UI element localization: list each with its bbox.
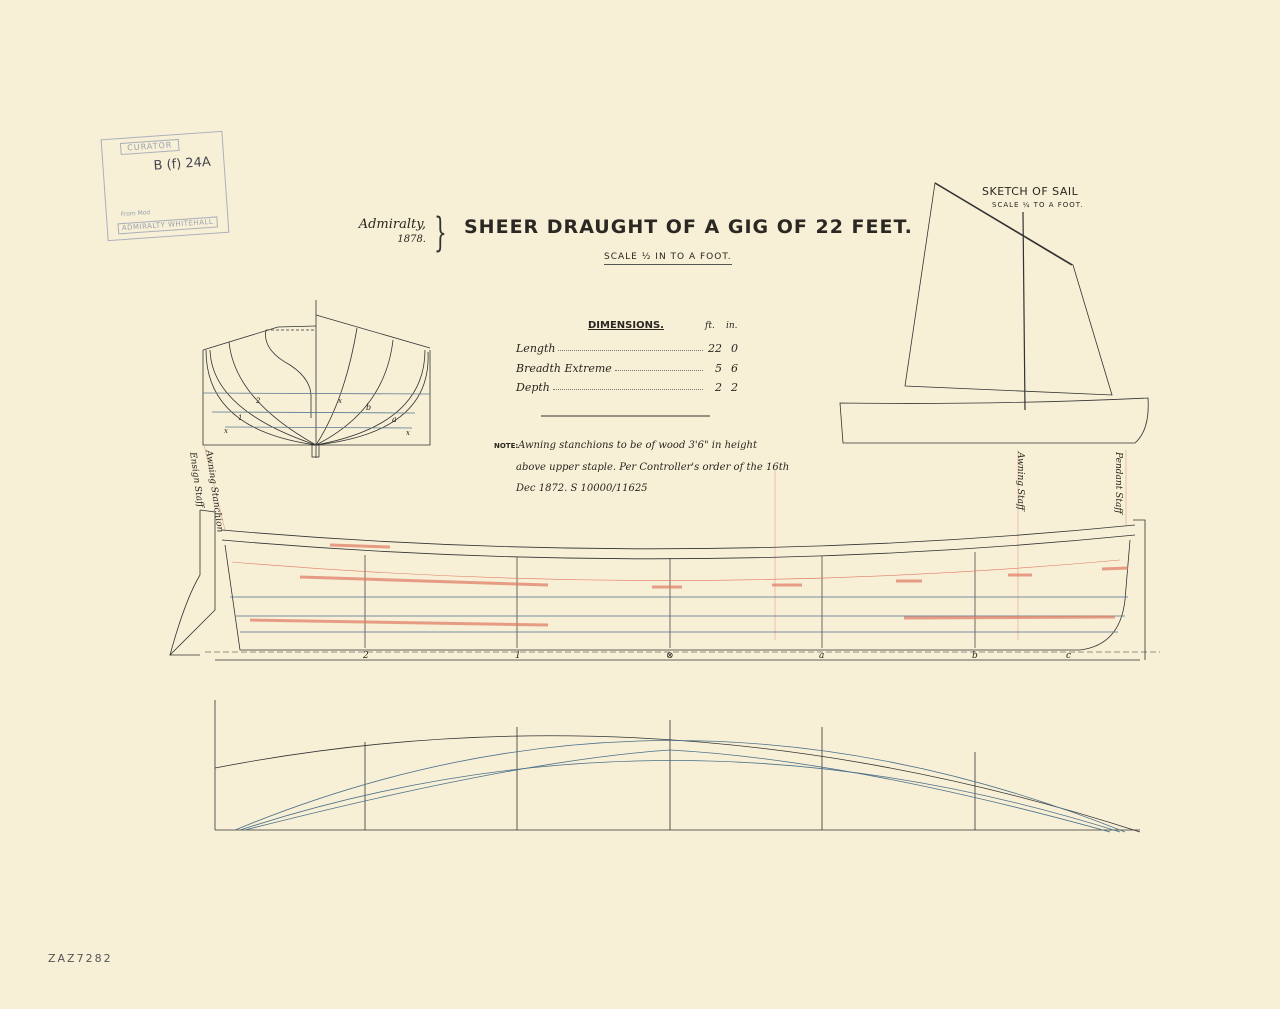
- station-label: 2: [363, 651, 369, 661]
- body-plan-label: 2: [256, 397, 261, 405]
- dimension-row: Length 22 0: [516, 342, 738, 355]
- sail-sketch: [839, 182, 1149, 444]
- station-label: 1: [515, 651, 521, 661]
- sail-scale: SCALE ¼ TO A FOOT.: [992, 201, 1084, 209]
- scale-label: SCALE ½ IN TO A FOOT.: [604, 252, 732, 265]
- admiralty-year: 1878.: [397, 234, 426, 245]
- note-label: NOTE:: [494, 442, 519, 450]
- sheer-profile: [169, 509, 1160, 661]
- note-line: Awning stanchions to be of wood 3'6" in …: [518, 440, 758, 451]
- stamp-from-label: From Mod: [120, 209, 151, 219]
- note-line: above upper staple. Per Controller's ord…: [516, 462, 790, 473]
- curator-stamp: CURATOR B (f) 24A From Mod ADMIRALTY WHI…: [100, 130, 230, 242]
- stamp-footer: ADMIRALTY WHITEHALL: [117, 216, 218, 235]
- body-plan-label: a: [392, 415, 397, 424]
- dimension-in: 0: [731, 342, 738, 355]
- station-label: a: [819, 651, 825, 661]
- dimensions-heading: DIMENSIONS.: [588, 320, 664, 331]
- label-pendant-staff: Pendant Staff: [1113, 452, 1123, 514]
- body-plan-label: 1: [238, 414, 243, 422]
- dimension-in: 2: [731, 381, 738, 394]
- dimension-ft: 22: [708, 342, 722, 355]
- note: NOTE:Awning stanchions to be of wood 3'6…: [494, 435, 794, 499]
- dimension-in: 6: [731, 362, 738, 375]
- dimension-ft: 5: [715, 362, 722, 375]
- body-plan-label: b: [366, 403, 372, 412]
- brace-icon: }: [434, 210, 447, 256]
- station-label: c: [1066, 651, 1072, 661]
- body-plan-label: x: [406, 429, 410, 437]
- page-title: SHEER DRAUGHT OF A GIG OF 22 FEET.: [464, 216, 913, 238]
- note-line: Dec 1872. S 10000/11625: [516, 483, 648, 494]
- catalogue-number: ZAZ7282: [48, 952, 113, 965]
- admiralty-label: Admiralty, 1878.: [336, 216, 426, 247]
- dimension-label: Breadth Extreme: [516, 362, 612, 375]
- stamp-header: CURATOR: [119, 138, 180, 156]
- admiralty-text: Admiralty,: [358, 217, 426, 232]
- unit-ft: ft.: [705, 321, 715, 331]
- sail-title: SKETCH OF SAIL: [982, 185, 1079, 198]
- half-breadth-plan: [214, 700, 1141, 833]
- station-label: ⊗: [666, 651, 674, 661]
- stamp-reference: B (f) 24A: [153, 154, 212, 174]
- dimension-ft: 2: [715, 381, 722, 394]
- dimension-label: Length: [516, 342, 556, 355]
- dimension-label: Depth: [516, 381, 550, 394]
- station-label: b: [972, 651, 978, 661]
- unit-in: in.: [726, 321, 738, 331]
- body-plan-label: x: [338, 397, 342, 405]
- body-plan-label: x: [224, 427, 228, 435]
- body-plan: [202, 300, 431, 458]
- label-awning-staff: Awning Staff: [1015, 452, 1025, 511]
